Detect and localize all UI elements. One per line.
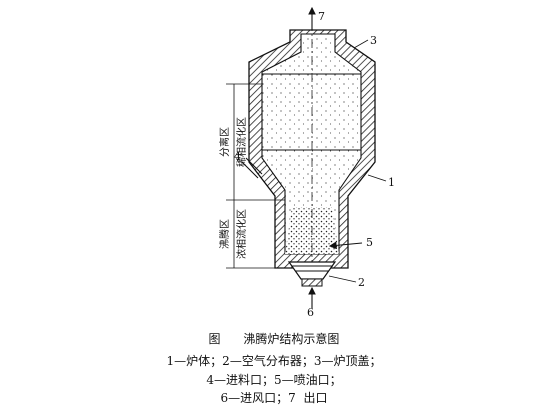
leader-line <box>367 174 387 182</box>
figure-legend-line: 6—进风口；7 出口 <box>220 391 328 405</box>
air-inlet-pipe <box>301 278 323 287</box>
zone-label-dilute-phase: 稀相流化区 <box>235 117 248 167</box>
zone-label-dense-phase: 浓相流化区 <box>235 209 248 259</box>
callout-label: 2 <box>358 276 365 289</box>
figure-legend-line: 4—进料口；5—喷油口； <box>206 373 342 387</box>
zone-label-separation: 分离区 <box>218 127 231 157</box>
callout-label: 7 <box>318 10 325 23</box>
zone-label-boiling: 沸腾区 <box>218 219 231 249</box>
callout-label: 4 <box>234 150 241 163</box>
leader-line <box>353 39 369 49</box>
air-distributor <box>287 261 337 280</box>
figure-caption-title: 图 沸腾炉结构示意图 <box>208 332 340 346</box>
callout-label: 5 <box>366 236 373 249</box>
figure-legend-line: 1—炉体；2—空气分布器；3—炉顶盖； <box>166 354 382 368</box>
callout-label: 6 <box>307 306 314 318</box>
feed-inlet-pipe <box>241 161 259 179</box>
callout-label: 3 <box>370 34 377 47</box>
leader-line <box>328 275 357 283</box>
boiling-furnace-diagram: 7 3 1 5 2 6 4 分离区 稀相流化区 沸腾区 浓相流化区 <box>218 6 395 318</box>
callout-label: 1 <box>388 176 395 189</box>
feed-inlet-pipe <box>245 157 263 175</box>
oil-nozzle-arrow <box>328 241 363 250</box>
